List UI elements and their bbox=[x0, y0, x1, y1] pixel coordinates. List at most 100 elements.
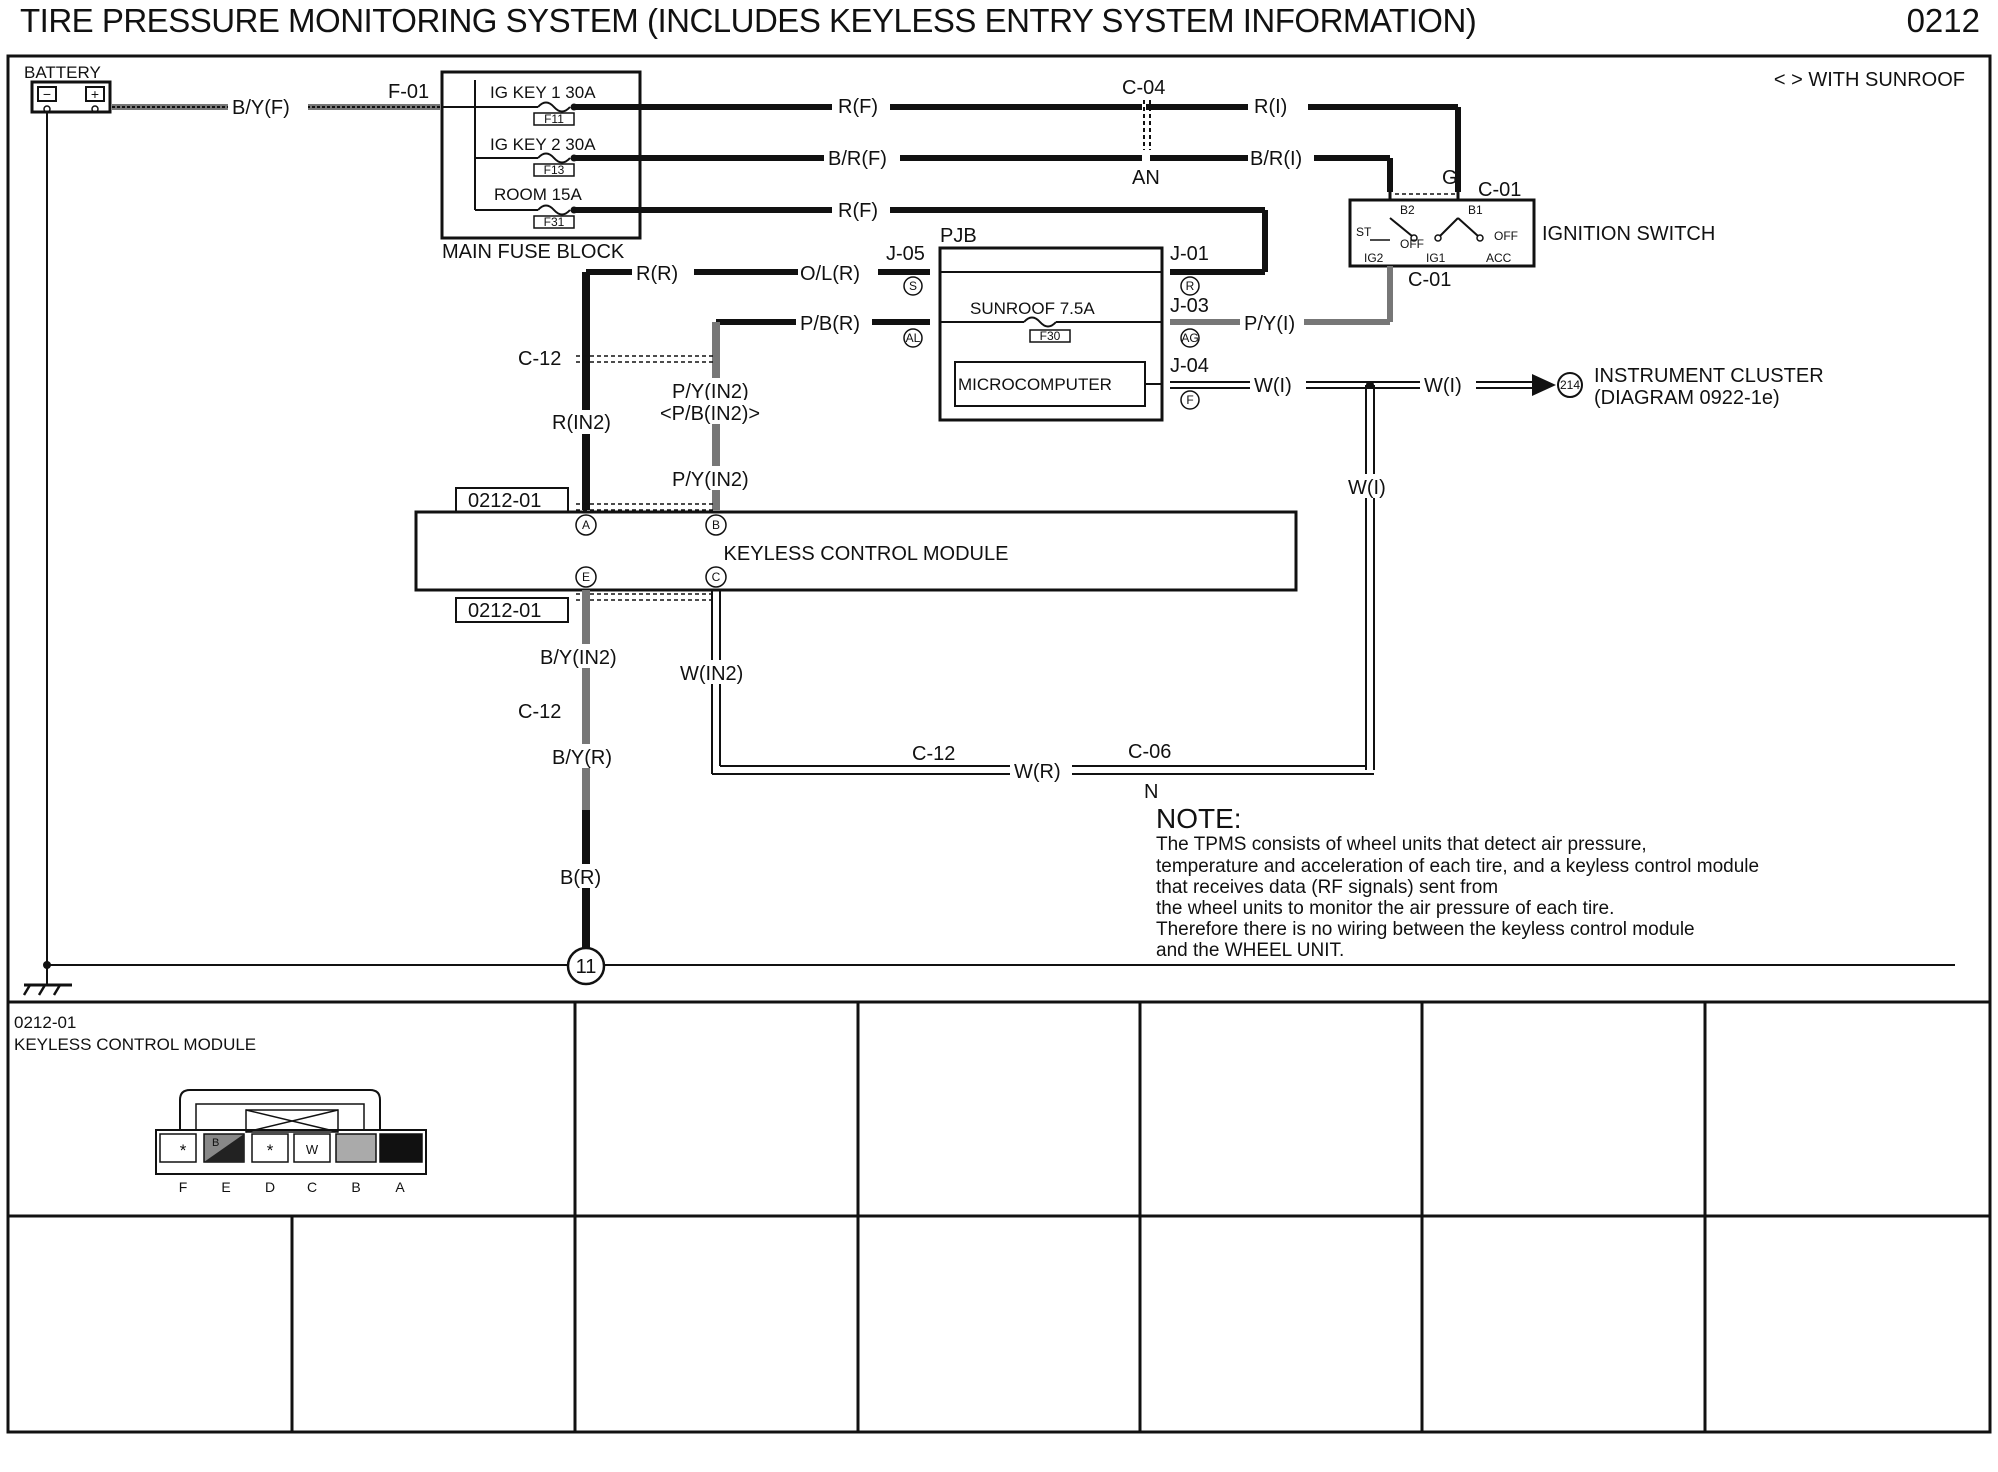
pin-bubble: A bbox=[575, 514, 597, 536]
ground-point-11 bbox=[566, 946, 606, 986]
switch-ig2: IG2 bbox=[1364, 251, 1384, 265]
fuse-ig-key1-label: IG KEY 1 30A bbox=[490, 83, 596, 102]
wire-label-w-i-3: W(I) bbox=[1348, 477, 1386, 499]
sunroof-legend: < > WITH SUNROOF bbox=[1774, 69, 1965, 91]
connector-face-icon: * B * W bbox=[155, 1089, 427, 1175]
diagram-frame bbox=[6, 54, 1992, 1434]
fuse-f13-id: F13 bbox=[544, 163, 565, 177]
wire-label-py-i: P/Y(I) bbox=[1244, 313, 1295, 335]
svg-text:+: + bbox=[91, 86, 99, 102]
switch-b2: B2 bbox=[1400, 203, 1415, 217]
switch-b1: B1 bbox=[1468, 203, 1483, 217]
pin-j05: S bbox=[909, 279, 917, 293]
diagram-code: 0212 bbox=[1906, 2, 1980, 39]
note-line-5: Therefore there is no wiring between the… bbox=[1156, 919, 1695, 940]
pin-bubble: F bbox=[1180, 390, 1200, 410]
battery: BATTERY − + bbox=[24, 63, 112, 114]
instrument-cluster-label: INSTRUMENT CLUSTER bbox=[1594, 365, 1824, 387]
pin-module-a: A bbox=[582, 518, 590, 532]
wire-label-w-i-2: W(I) bbox=[1424, 375, 1462, 397]
pjb-label: PJB bbox=[940, 225, 977, 247]
connector-j03: J-03 bbox=[1170, 295, 1209, 317]
connector-f01: F-01 bbox=[388, 81, 429, 103]
pin-j03: AG bbox=[1181, 331, 1198, 345]
pin-module-e: E bbox=[582, 570, 590, 584]
wire-label-pb-in2: <P/B(IN2)> bbox=[660, 403, 760, 425]
pjb-box: PJB SUNROOF 7.5A F30 MICROCOMPUTER bbox=[938, 225, 1164, 422]
battery-label: BATTERY bbox=[24, 63, 101, 82]
switch-ig1: IG1 bbox=[1426, 251, 1446, 265]
instrument-cluster-badge bbox=[1557, 372, 1583, 398]
note-block: NOTE: The TPMS consists of wheel units t… bbox=[1156, 803, 1759, 961]
connector-g: G bbox=[1442, 167, 1458, 189]
microcomputer-label: MICROCOMPUTER bbox=[958, 375, 1112, 394]
note-line-4: the wheel units to monitor the air press… bbox=[1156, 898, 1614, 919]
pin-j04: F bbox=[1186, 393, 1193, 407]
fuse-f11-id: F11 bbox=[544, 112, 564, 126]
connector-c12-lower: C-12 bbox=[518, 701, 561, 723]
ground-symbol bbox=[22, 965, 72, 996]
cell-title: KEYLESS CONTROL MODULE bbox=[14, 1035, 256, 1054]
arrow-icon bbox=[1532, 374, 1556, 396]
pin-bubble: C bbox=[705, 566, 727, 588]
module-ref-top: 0212-01 bbox=[468, 490, 541, 512]
fuse-ig-key2-label: IG KEY 2 30A bbox=[490, 135, 596, 154]
pin-letter-e: E bbox=[221, 1179, 230, 1195]
note-line-2: temperature and acceleration of each tir… bbox=[1156, 856, 1759, 877]
connector-cell-0212-01: 0212-01 KEYLESS CONTROL MODULE * B * W F… bbox=[14, 1013, 427, 1195]
pin-bubble: E bbox=[575, 566, 597, 588]
pin-bubble: B bbox=[705, 514, 727, 536]
ignition-switch: G C-01 B2 B1 ST OFF OFF IG2 IG1 ACC IGNI… bbox=[1348, 167, 1715, 291]
cell-code: 0212-01 bbox=[14, 1013, 76, 1032]
pin-pb: AL bbox=[906, 331, 921, 345]
sunroof-fuse-label: SUNROOF 7.5A bbox=[970, 299, 1095, 318]
note-heading: NOTE: bbox=[1156, 803, 1242, 834]
note-line-1: The TPMS consists of wheel units that de… bbox=[1156, 834, 1647, 855]
wire-label-py-in2-b: P/Y(IN2) bbox=[672, 469, 749, 491]
wire-label-br-f: B/R(F) bbox=[828, 148, 887, 170]
wire-label-r-r: R(R) bbox=[636, 263, 678, 285]
wire-label-w-in2: W(IN2) bbox=[680, 663, 743, 685]
wire-label-b-r: B(R) bbox=[560, 867, 601, 889]
pin-letter-d: D bbox=[265, 1179, 275, 1195]
module-ref-bottom: 0212-01 bbox=[468, 600, 541, 622]
pin-j01: R bbox=[1186, 279, 1195, 293]
wire-label-r-f-room: R(F) bbox=[838, 200, 878, 222]
pin-mark-e: B bbox=[212, 1137, 219, 1149]
wire-label-br-i: B/R(I) bbox=[1250, 148, 1302, 170]
connector-c12-upper: C-12 bbox=[518, 348, 561, 370]
main-fuse-block-label: MAIN FUSE BLOCK bbox=[442, 241, 625, 263]
wire-label-r-in2: R(IN2) bbox=[552, 412, 611, 434]
note-line-3: that receives data (RF signals) sent fro… bbox=[1156, 877, 1498, 898]
connector-c12-bottom: C-12 bbox=[912, 743, 955, 765]
instrument-cluster-ref: (DIAGRAM 0922-1e) bbox=[1594, 387, 1780, 409]
ignition-switch-label: IGNITION SWITCH bbox=[1542, 223, 1715, 245]
pin-letter-f: F bbox=[179, 1179, 188, 1195]
pin-module-c: C bbox=[712, 570, 721, 584]
wire-label-by-in2: B/Y(IN2) bbox=[540, 647, 617, 669]
ground-point-label: 11 bbox=[576, 956, 597, 978]
pin-letter-a: A bbox=[395, 1179, 405, 1195]
connector-j01: J-01 bbox=[1170, 243, 1209, 265]
fuse-room-label: ROOM 15A bbox=[494, 185, 583, 204]
pin-bubble: R bbox=[1180, 276, 1200, 296]
sunroof-fuse-id: F30 bbox=[1040, 329, 1061, 343]
connector-j05: J-05 bbox=[886, 243, 925, 265]
wire-label-r-f-top: R(F) bbox=[838, 96, 878, 118]
wire-label-py-in2-a: P/Y(IN2) bbox=[672, 381, 749, 403]
pin-letter-b: B bbox=[351, 1179, 360, 1195]
connector-c06: C-06 bbox=[1128, 741, 1171, 763]
keyless-control-module: KEYLESS CONTROL MODULE bbox=[414, 510, 1298, 592]
connector-n: N bbox=[1144, 781, 1158, 803]
connector-c04: C-04 bbox=[1122, 77, 1165, 99]
pin-mark-f: * bbox=[180, 1141, 187, 1160]
switch-st: ST bbox=[1356, 225, 1372, 239]
wire-label-w-i-1: W(I) bbox=[1254, 375, 1292, 397]
connector-c01-bottom: C-01 bbox=[1408, 269, 1451, 291]
switch-acc: ACC bbox=[1486, 251, 1512, 265]
wire-label-pb-r: P/B(R) bbox=[800, 313, 860, 335]
svg-text:−: − bbox=[43, 86, 51, 102]
pin-bubble: AL bbox=[903, 328, 923, 348]
wire-label-ol-r: O/L(R) bbox=[800, 263, 860, 285]
